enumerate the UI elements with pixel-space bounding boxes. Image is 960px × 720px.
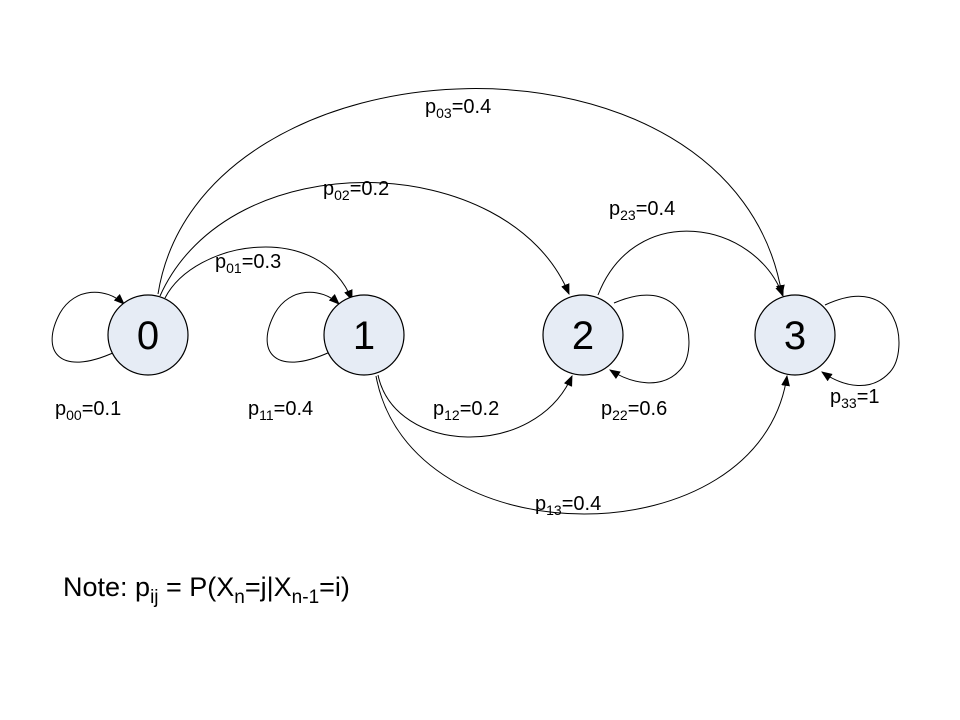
label-p03: p03=0.4 bbox=[425, 96, 491, 121]
note-mid: = P(X bbox=[159, 572, 235, 602]
state-label-0: 0 bbox=[137, 314, 159, 358]
label-p02-symbol: p bbox=[323, 178, 334, 200]
edge-0-1 bbox=[164, 246, 353, 302]
definition-note: Note: pij = P(Xn=j|Xn-1=i) bbox=[63, 572, 350, 608]
label-p02-sub: 02 bbox=[334, 187, 350, 203]
label-p12-sub: 12 bbox=[444, 407, 460, 423]
label-p00: p00=0.1 bbox=[55, 398, 121, 423]
label-p23-sub: 23 bbox=[620, 207, 636, 223]
label-p11-symbol: p bbox=[248, 398, 259, 420]
state-circle-3 bbox=[754, 294, 836, 376]
label-p12-symbol: p bbox=[433, 398, 444, 420]
label-p33: p33=1 bbox=[830, 386, 880, 411]
edge-0-2 bbox=[159, 182, 570, 297]
label-p01-symbol: p bbox=[215, 251, 226, 273]
note-mid2: =j|X bbox=[245, 572, 292, 602]
label-p12-value: =0.2 bbox=[460, 398, 499, 420]
label-p22-symbol: p bbox=[601, 398, 612, 420]
edge-3-3 bbox=[821, 296, 900, 386]
note-suffix: =i) bbox=[319, 572, 350, 602]
note-sub-n1: n-1 bbox=[292, 587, 319, 608]
state-label-2: 2 bbox=[572, 314, 594, 358]
label-p03-value: =0.4 bbox=[452, 96, 491, 118]
edge-0-0 bbox=[51, 291, 125, 363]
note-sub-ij: ij bbox=[150, 587, 158, 608]
note-sub-n: n bbox=[234, 587, 245, 608]
label-p01: p01=0.3 bbox=[215, 251, 281, 276]
label-p00-sub: 00 bbox=[66, 407, 82, 423]
label-p00-value: =0.1 bbox=[82, 398, 121, 420]
edge-2-2 bbox=[609, 294, 690, 384]
note-prefix: Note: p bbox=[63, 572, 150, 602]
state-label-1: 1 bbox=[353, 314, 375, 358]
label-p11-value: =0.4 bbox=[274, 398, 313, 420]
label-p03-symbol: p bbox=[425, 96, 436, 118]
label-p33-symbol: p bbox=[830, 386, 841, 408]
label-p01-value: =0.3 bbox=[242, 251, 281, 273]
state-node-2: 2 bbox=[542, 294, 624, 376]
label-p23-value: =0.4 bbox=[636, 198, 675, 220]
label-p23-symbol: p bbox=[609, 198, 620, 220]
state-circle-2 bbox=[542, 294, 624, 376]
edge-0-3 bbox=[157, 88, 785, 297]
label-p13-value: =0.4 bbox=[562, 493, 601, 515]
label-p01-sub: 01 bbox=[226, 260, 242, 276]
label-p11: p11=0.4 bbox=[248, 398, 313, 423]
label-p22: p22=0.6 bbox=[601, 398, 667, 423]
state-node-0: 0 bbox=[107, 294, 189, 376]
state-circle-1 bbox=[323, 294, 405, 376]
label-p13: p13=0.4 bbox=[535, 493, 601, 518]
edge-1-2 bbox=[377, 374, 573, 438]
edge-1-3 bbox=[375, 374, 790, 515]
label-p02-value: =0.2 bbox=[350, 178, 389, 200]
label-p13-symbol: p bbox=[535, 493, 546, 515]
label-p13-sub: 13 bbox=[546, 502, 562, 518]
state-label-3: 3 bbox=[784, 314, 806, 358]
edge-1-1 bbox=[266, 291, 340, 363]
label-p22-sub: 22 bbox=[612, 407, 628, 423]
state-circle-0 bbox=[107, 294, 189, 376]
label-p23: p23=0.4 bbox=[609, 198, 675, 223]
label-p11-sub: 11 bbox=[259, 407, 274, 423]
label-p00-symbol: p bbox=[55, 398, 66, 420]
label-p33-value: =1 bbox=[857, 386, 880, 408]
edge-2-3 bbox=[597, 230, 784, 298]
label-p33-sub: 33 bbox=[841, 395, 857, 411]
label-p22-value: =0.6 bbox=[628, 398, 667, 420]
label-p03-sub: 03 bbox=[436, 105, 452, 121]
state-node-1: 1 bbox=[323, 294, 405, 376]
label-p02: p02=0.2 bbox=[323, 178, 389, 203]
label-p12: p12=0.2 bbox=[433, 398, 499, 423]
state-node-3: 3 bbox=[754, 294, 836, 376]
